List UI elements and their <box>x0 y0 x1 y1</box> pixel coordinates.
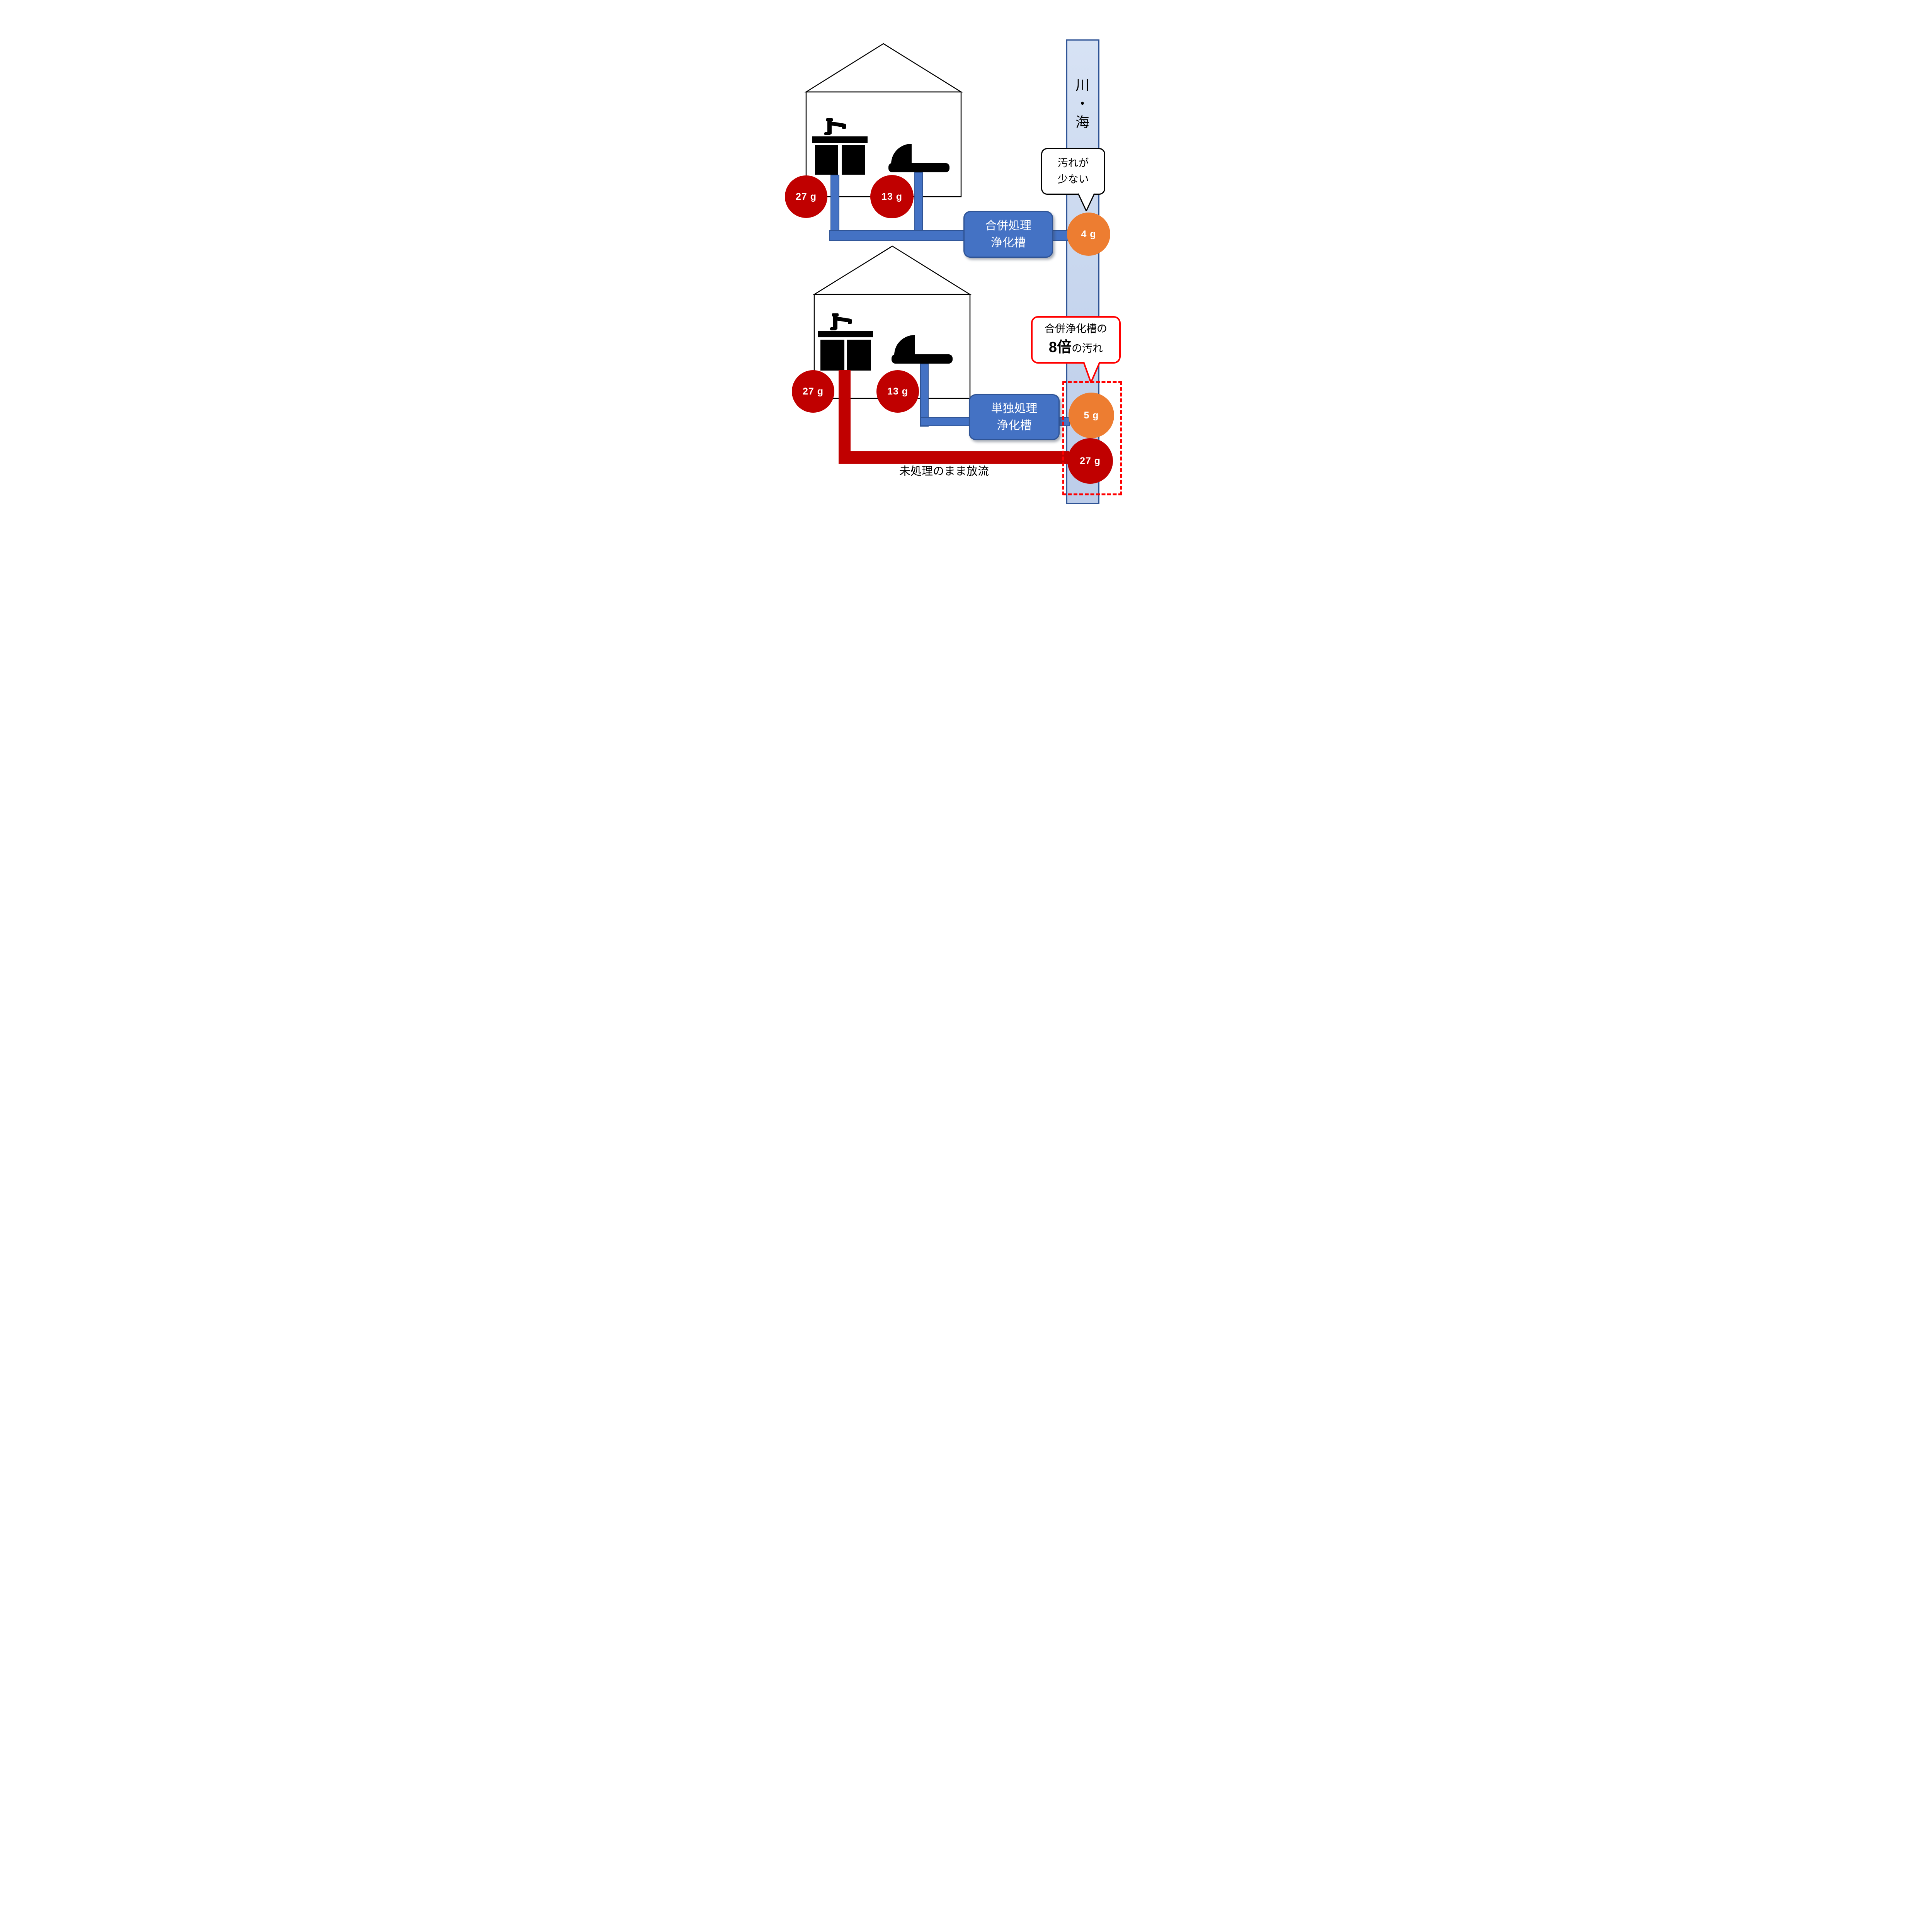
load-value: 13 g <box>881 191 903 202</box>
faucet-column <box>827 120 832 134</box>
sink-counter <box>812 136 868 143</box>
house1-toilet-load-badge: 13 g <box>870 175 914 218</box>
combined-outflow-load-badge: 4 g <box>1067 213 1110 256</box>
single-outflow-load-badge: 5 g <box>1069 393 1114 438</box>
pollution-highlight-box <box>1062 381 1122 495</box>
faucet-base <box>824 132 830 135</box>
load-value: 13 g <box>887 386 909 397</box>
dirty-callout-tail <box>1084 361 1100 383</box>
clean-water-callout: 汚れが 少ない <box>1041 148 1105 195</box>
combined-tank-label-line2: 浄化槽 <box>991 236 1026 249</box>
untreated-outflow-load-badge: 27 g <box>1067 438 1113 484</box>
kitchen-sink-icon <box>818 313 873 371</box>
faucet-nub <box>842 124 846 129</box>
load-value: 27 g <box>802 386 824 397</box>
dirty-callout-line1: 合併浄化槽の <box>1045 323 1107 335</box>
sink-cabinet-right <box>842 145 865 175</box>
untreated-caption: 未処理のまま放流 <box>899 465 989 478</box>
toilet-icon <box>888 144 950 172</box>
faucet-column <box>833 315 837 330</box>
toilet-bowl <box>888 163 949 172</box>
sink-cabinet-left <box>815 145 838 175</box>
sink-cabinet-right <box>847 340 871 371</box>
combined-treatment-tank: 合併処理 浄化槽 <box>963 211 1053 258</box>
clean-callout-line2: 少ない <box>1057 173 1089 185</box>
dirty-callout-rest: の汚れ <box>1072 343 1103 355</box>
diagram-canvas: 川・海 <box>766 0 1150 542</box>
toilet-bowl <box>892 354 953 364</box>
house1-main-pipe <box>829 230 965 241</box>
load-value: 27 g <box>1079 455 1101 466</box>
dirty-callout-emphasis: 8倍 <box>1048 339 1072 356</box>
house2-toilet-drain-pipe <box>920 364 929 427</box>
single-tank-label-line2: 浄化槽 <box>997 419 1032 432</box>
untreated-drain-pipe-horizontal <box>839 451 1069 464</box>
house1-kitchen-load-badge: 27 g <box>785 175 827 218</box>
single-tank-label-line1: 単独処理 <box>991 402 1038 415</box>
sink-cabinet-left <box>820 340 844 371</box>
sink-counter <box>818 331 873 337</box>
kitchen-sink-icon <box>812 118 868 175</box>
faucet-nub <box>848 319 852 324</box>
house2-toilet-load-badge: 13 g <box>876 370 919 413</box>
load-value: 5 g <box>1084 410 1099 421</box>
untreated-drain-pipe-vertical <box>839 370 851 464</box>
dirty-callout-line2: 8倍の汚れ <box>1049 337 1103 359</box>
clean-callout-line1: 汚れが <box>1057 157 1089 169</box>
load-value: 27 g <box>795 191 817 202</box>
load-value: 4 g <box>1081 228 1096 240</box>
dirty-water-callout: 合併浄化槽の 8倍の汚れ <box>1031 316 1121 364</box>
single-treatment-tank: 単独処理 浄化槽 <box>969 394 1060 440</box>
combined-tank-label-line1: 合併処理 <box>985 219 1031 232</box>
river-label: 川・海 <box>1074 78 1089 133</box>
faucet-base <box>830 327 836 330</box>
toilet-icon <box>892 335 953 364</box>
house2-kitchen-load-badge: 27 g <box>792 370 834 413</box>
callout-tails <box>1077 193 1101 383</box>
clean-callout-tail <box>1078 193 1094 211</box>
